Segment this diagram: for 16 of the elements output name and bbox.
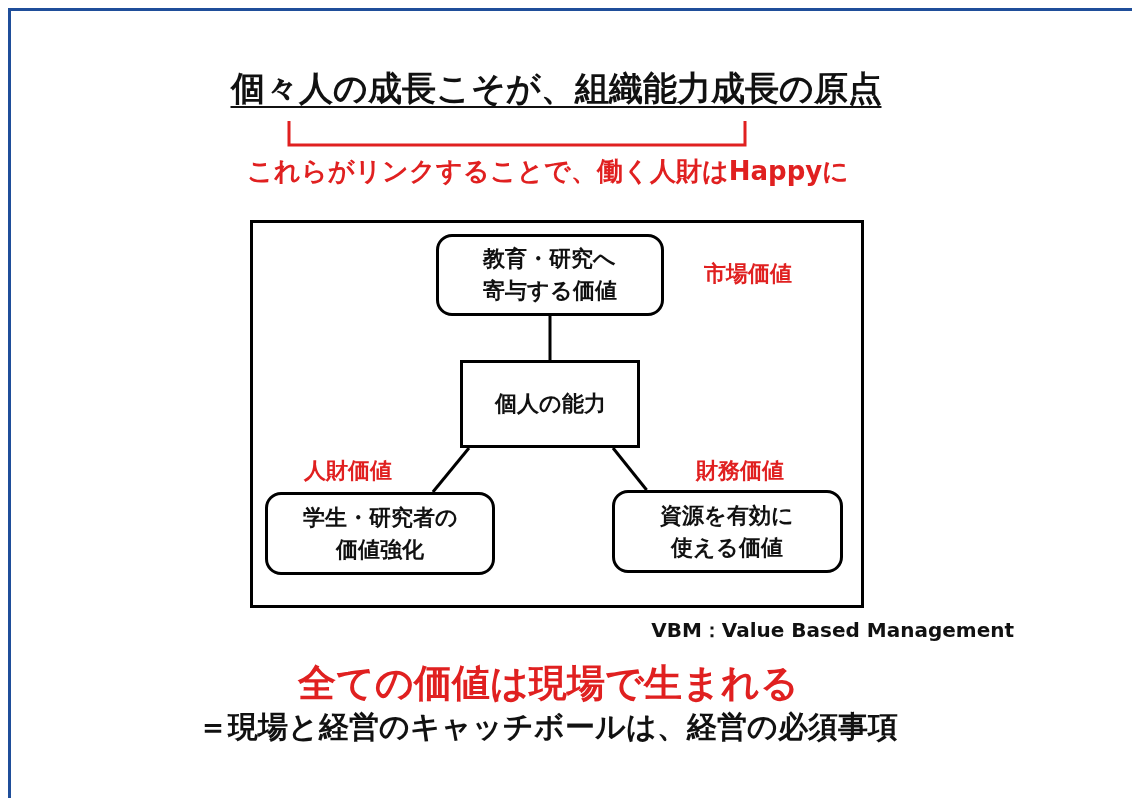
- center-box: 個人の能力: [460, 360, 640, 448]
- heading: 全ての価値は現場で生まれる: [296, 660, 800, 707]
- value-label: 財務価値: [694, 457, 785, 485]
- connector-line: [548, 316, 552, 360]
- value-label: 市場価値: [703, 260, 793, 288]
- frame-box: [250, 220, 864, 608]
- value-box: 資源を有効に使える価値: [612, 490, 843, 573]
- subheading: ＝現場と経営のキャッチボールは、経営の必須事項: [197, 708, 899, 746]
- value-box: 教育・研究へ寄与する価値: [436, 234, 664, 316]
- value-box: 学生・研究者の価値強化: [265, 492, 495, 575]
- value-label: 人財価値: [303, 457, 393, 485]
- title: 個々人の成長こそが、組織能力成長の原点: [229, 67, 883, 110]
- subtitle: これらがリンクすることで、働く人財はHappyに: [245, 155, 851, 188]
- footnote: VBM：Value Based Management: [651, 617, 1014, 644]
- connector-line: [611, 447, 648, 491]
- connector-line: [431, 447, 471, 493]
